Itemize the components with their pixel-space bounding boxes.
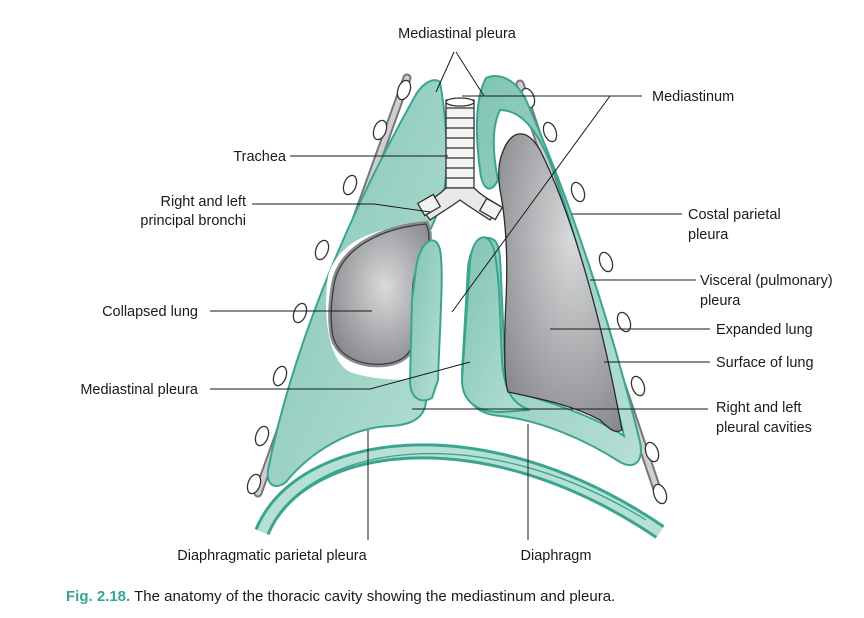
leader-lines	[210, 51, 710, 540]
rib-cross-sections-left	[246, 79, 412, 495]
figure-caption-text: The anatomy of the thoracic cavity showi…	[134, 588, 616, 605]
label-bronchi-line1: Right and left	[161, 194, 246, 210]
principal-bronchi	[416, 193, 504, 221]
label-mediastinal-pleura-left: Mediastinal pleura	[80, 382, 199, 398]
label-cavities-line2: pleural cavities	[716, 420, 812, 436]
rib-cross-sections-right	[520, 87, 668, 505]
label-diaphragm: Diaphragm	[521, 548, 592, 564]
left-mediastinal-pleura-lobe	[408, 239, 443, 402]
expanded-lung	[498, 133, 623, 433]
trachea	[419, 97, 501, 221]
label-costal-line2: pleura	[688, 227, 729, 243]
label-costal-line1: Costal parietal	[688, 207, 781, 223]
label-collapsed-lung: Collapsed lung	[102, 304, 198, 320]
label-diaphragmatic-parietal-pleura: Diaphragmatic parietal pleura	[177, 548, 367, 564]
right-mediastinal-pleura-lobe	[460, 236, 531, 414]
label-surface-of-lung: Surface of lung	[716, 355, 814, 371]
label-trachea: Trachea	[233, 149, 287, 165]
label-bronchi-line2: principal bronchi	[140, 213, 246, 229]
diaphragm-shape	[254, 443, 665, 539]
label-mediastinum: Mediastinum	[652, 89, 734, 105]
collapsed-lung	[328, 220, 432, 368]
label-mediastinal-pleura-top: Mediastinal pleura	[398, 26, 517, 42]
figure-caption: Fig. 2.18. The anatomy of the thoracic c…	[66, 588, 615, 605]
label-visceral-line1: Visceral (pulmonary)	[700, 273, 833, 289]
label-expanded-lung: Expanded lung	[716, 322, 813, 338]
figure-number: Fig. 2.18.	[66, 588, 131, 605]
label-cavities-line1: Right and left	[716, 400, 801, 416]
label-visceral-line2: pleura	[700, 293, 741, 309]
